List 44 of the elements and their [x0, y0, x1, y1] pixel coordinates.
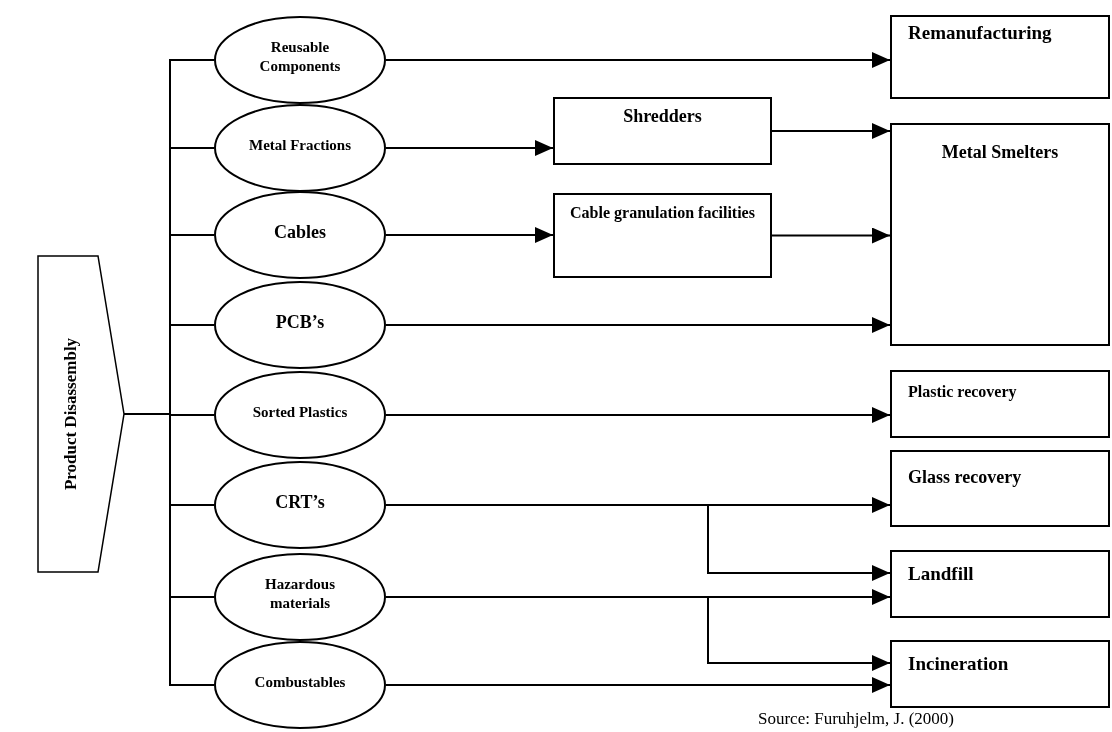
node-label: Hazardous materials	[264, 575, 336, 613]
ellipse-node	[214, 104, 386, 192]
node-label: Incineration	[908, 652, 1010, 676]
node-label: Reusable Components	[258, 38, 342, 76]
node-label: Metal Fractions	[248, 135, 352, 155]
node-label: Plastic recovery	[908, 382, 1018, 402]
process-box	[890, 370, 1110, 438]
node-label: Sorted Plastics	[252, 402, 348, 422]
arrow	[385, 407, 891, 423]
ellipse-node	[214, 553, 386, 641]
arrow	[771, 123, 891, 139]
node-label: Cables	[274, 220, 326, 244]
process-box	[890, 640, 1110, 708]
ellipse-node	[214, 461, 386, 549]
process-box	[553, 193, 772, 278]
ellipse-node	[214, 16, 386, 104]
node-label: Cable granulation facilities	[569, 203, 756, 223]
node-label: Metal Smelters	[940, 141, 1060, 164]
node-label: Glass recovery	[908, 466, 1023, 489]
process-box	[890, 450, 1110, 527]
process-box	[890, 550, 1110, 618]
node-label: CRT’s	[275, 490, 325, 514]
arrow	[771, 227, 891, 244]
node-label: Shredders	[622, 105, 703, 128]
ellipse-node	[214, 641, 386, 729]
arrow	[385, 227, 554, 243]
node-label: PCB’s	[275, 310, 325, 334]
ellipse-node	[214, 371, 386, 459]
source-note: Source: Furuhjelm, J. (2000)	[758, 709, 954, 729]
connector-line	[123, 413, 215, 686]
arrow	[385, 317, 891, 333]
ellipse-node	[214, 191, 386, 279]
node-label: Landfill	[908, 562, 975, 586]
arrow	[385, 677, 891, 693]
ellipse-node	[214, 281, 386, 369]
process-box	[553, 97, 772, 165]
node-label: Combustables	[254, 672, 346, 692]
arrow	[385, 52, 891, 68]
process-box	[890, 15, 1110, 99]
node-label: Product Disassembly	[61, 337, 81, 491]
arrow	[385, 140, 554, 156]
process-box	[890, 123, 1110, 346]
node-label: Remanufacturing	[908, 21, 1053, 45]
arrow-shape	[38, 256, 124, 572]
